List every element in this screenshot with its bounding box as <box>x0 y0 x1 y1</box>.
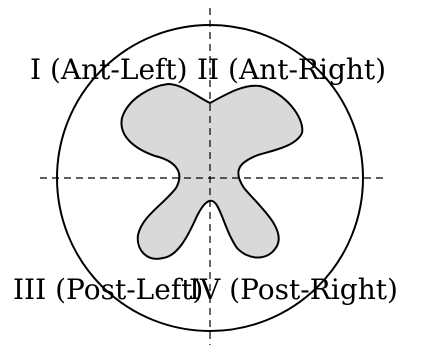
label-top-right: II (Ant-Right) <box>197 53 386 86</box>
label-bottom-right: IV (Post-Right) <box>189 273 398 306</box>
label-top-left: I (Ant-Left) <box>30 53 188 86</box>
x-shaped-region <box>121 84 302 259</box>
label-bottom-left: III (Post-Left) <box>13 273 203 306</box>
